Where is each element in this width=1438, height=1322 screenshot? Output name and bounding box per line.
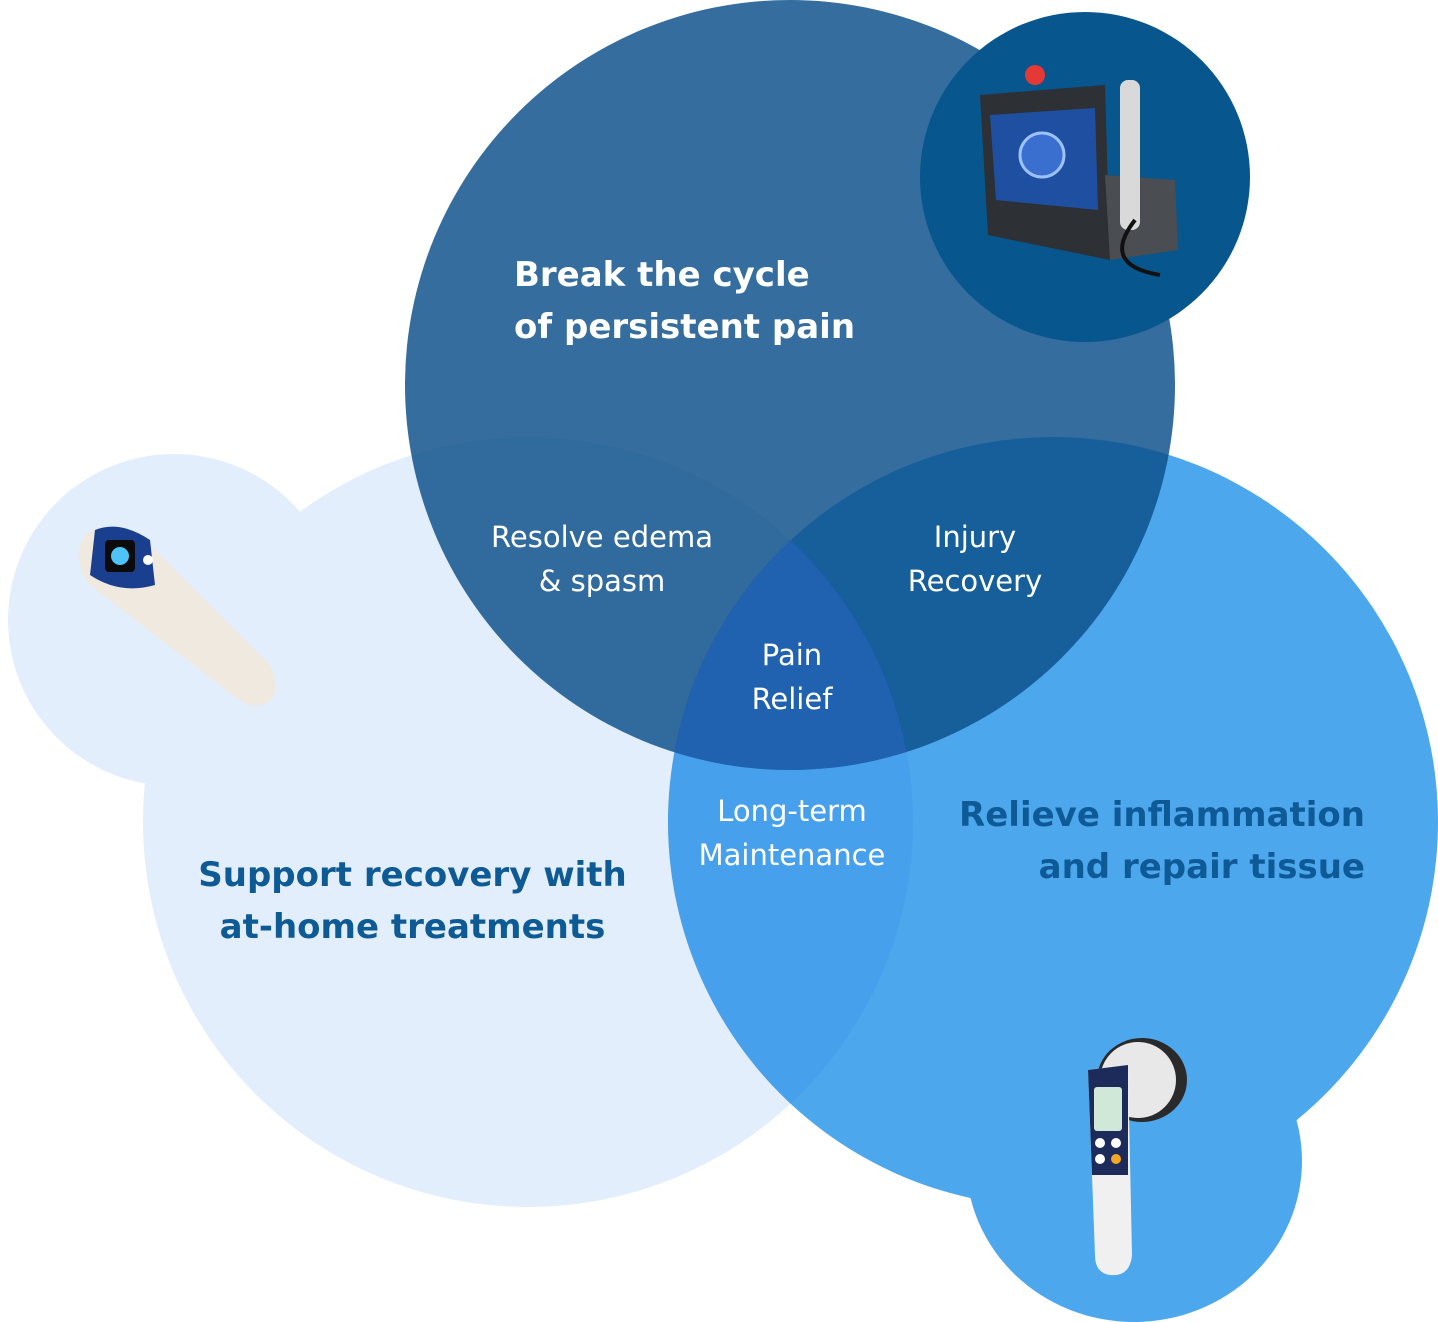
pain-relief-region: [668, 437, 913, 770]
ultrasound-device-icon: [1088, 1038, 1187, 1276]
laser-device-icon: [980, 65, 1178, 277]
inflammation-heading: Relieve inflammation and repair tissue: [959, 795, 1365, 887]
pain-relief-label: Pain Relief: [751, 638, 833, 716]
home-treatment-heading: Support recovery with at-home treatments: [198, 855, 627, 947]
injury-recovery-label: Injury Recovery: [907, 520, 1043, 598]
long-term-region: [668, 437, 913, 1207]
handheld-device-icon: [78, 526, 276, 706]
persistent-pain-heading: Break the cycle of persistent pain: [514, 255, 856, 347]
edema-spasm-label: Resolve edema & spasm: [491, 520, 713, 598]
long-term-maintenance-label: Long-term Maintenance: [698, 794, 886, 872]
